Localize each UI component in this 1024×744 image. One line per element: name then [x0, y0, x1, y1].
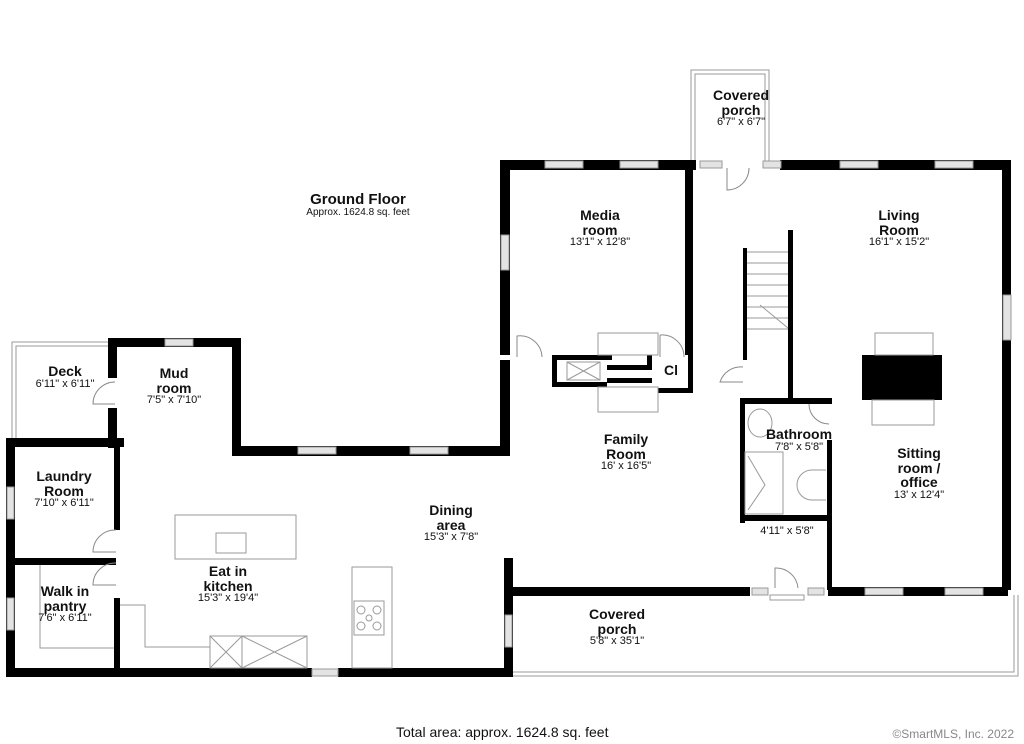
total-area: Total area: approx. 1624.8 sq. feet — [396, 724, 609, 740]
closet-label: Cl — [664, 363, 678, 378]
room-name: Sitting room / office — [897, 445, 941, 491]
room-label-eat-in-kitchen: Eat in kitchen 15'3" x 19'4" — [198, 564, 258, 605]
room-name: Eat in kitchen — [203, 563, 253, 594]
room-label-media-room: Media room 13'1" x 12'8" — [570, 208, 630, 249]
closet-text: Cl — [664, 362, 678, 378]
room-label-family-room: Family Room 16' x 16'5" — [598, 432, 654, 473]
room-dims: 15'3" x 7'8" — [423, 531, 479, 544]
room-dims: 7'6" x 6'11" — [38, 612, 92, 625]
room-name: Covered porch — [712, 87, 770, 118]
doors — [92, 167, 830, 601]
room-dims: 16' x 16'5" — [600, 460, 652, 473]
room-label-walk-in-pantry: Walk in pantry 7'6" x 6'11" — [38, 584, 91, 625]
room-dims: 15'3" x 19'4" — [197, 592, 259, 605]
room-name: Walk in pantry — [40, 583, 90, 614]
room-dims: 7'5" x 7'10" — [146, 394, 202, 407]
room-name: Bathroom — [765, 426, 833, 442]
room-name: Laundry Room — [36, 468, 92, 499]
room-dims: 6'11" x 6'11" — [35, 377, 95, 390]
room-name: Covered porch — [588, 606, 646, 637]
floor-title: Ground Floor Approx. 1624.8 sq. feet — [306, 192, 409, 218]
room-name: Mud room — [156, 365, 192, 396]
fixtures — [39, 251, 935, 669]
room-dims: 13' x 12'4" — [893, 489, 945, 502]
room-dims: 13'1" x 12'8" — [569, 236, 631, 249]
room-name: Deck — [48, 363, 82, 379]
room-dims: 7'8" x 5'8" — [774, 440, 824, 453]
hall-dims-text: 4'11" x 5'8" — [760, 525, 814, 537]
room-label-deck: Deck 6'11" x 6'11" — [36, 364, 95, 390]
windows — [6, 160, 1012, 677]
room-name: Living Room — [878, 207, 920, 238]
copyright: ©SmartMLS, Inc. 2022 — [892, 727, 1014, 741]
room-dims: 7'10" x 6'11" — [34, 497, 94, 510]
staircase — [747, 251, 789, 330]
room-name: Media room — [580, 207, 620, 238]
room-name: Family Room — [603, 431, 649, 462]
porch-outlines — [11, 69, 1019, 677]
floor-area-text: Approx. 1624.8 sq. feet — [306, 206, 410, 218]
room-label-sitting-room-office: Sitting room / office 13' x 12'4" — [889, 446, 949, 502]
room-dims: 5'8" x 35'1" — [589, 635, 645, 648]
room-label-covered-porch-bottom: Covered porch 5'8" x 35'1" — [582, 607, 652, 648]
room-label-dining-area: Dining area 15'3" x 7'8" — [423, 503, 479, 544]
room-label-laundry-room: Laundry Room 7'10" x 6'11" — [32, 469, 96, 510]
hall-dims-label: 4'11" x 5'8" — [760, 525, 814, 538]
room-dims: 16'1" x 15'2" — [868, 236, 930, 249]
room-name: Dining area — [429, 502, 473, 533]
room-dims: 6'7" x 6'7" — [716, 116, 766, 129]
room-label-mud-room: Mud room 7'5" x 7'10" — [147, 366, 201, 407]
room-label-bathroom: Bathroom 7'8" x 5'8" — [766, 427, 832, 453]
room-label-covered-porch-top: Covered porch 6'7" x 6'7" — [706, 88, 776, 129]
floor-title-text: Ground Floor — [310, 191, 406, 208]
room-label-living-room: Living Room 16'1" x 15'2" — [869, 208, 929, 249]
